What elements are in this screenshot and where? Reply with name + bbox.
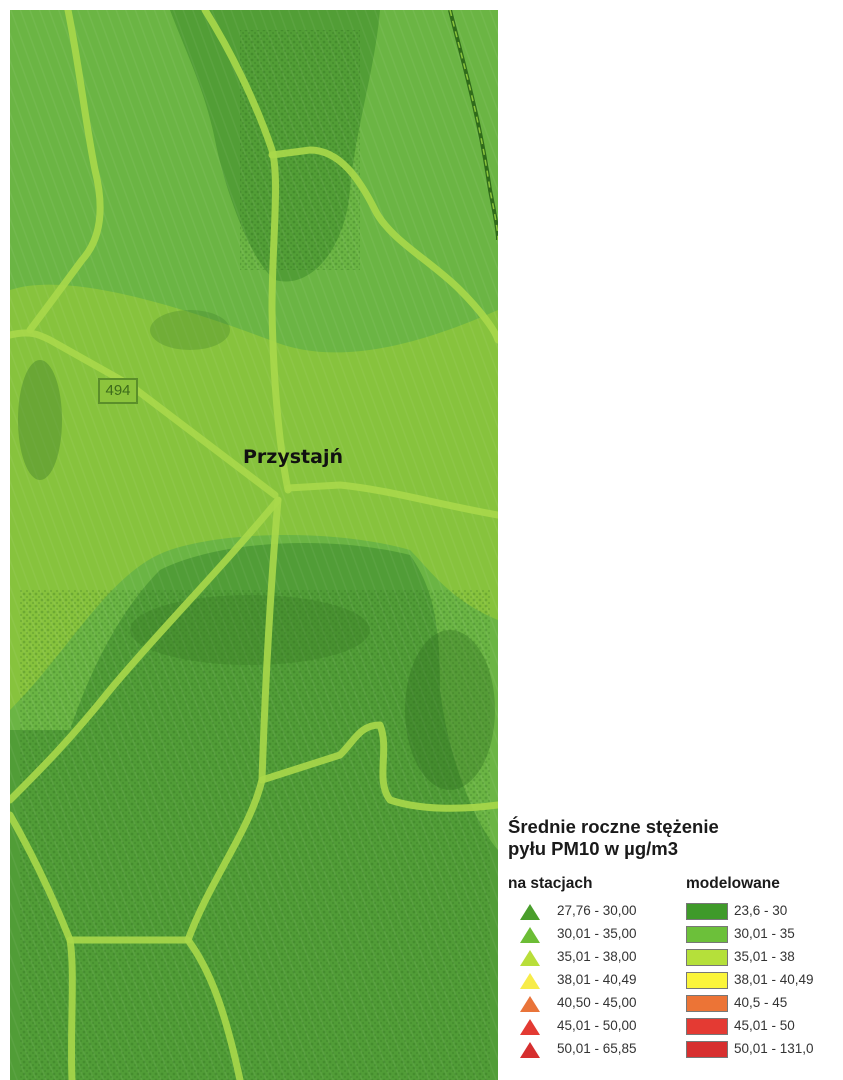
legend-title-line2: pyłu PM10 w µg/m3 <box>508 838 679 859</box>
model-range: 45,01 - 50 <box>734 1018 795 1033</box>
station-range: 30,01 - 35,00 <box>557 926 637 941</box>
legend-row: 27,76 - 30,00 23,6 - 30 <box>500 901 843 923</box>
road-south <box>184 496 282 944</box>
forest-patch <box>405 630 495 790</box>
model-swatch <box>686 1018 728 1035</box>
station-triangle-icon <box>520 973 540 989</box>
road-number-label: 494 <box>98 378 138 404</box>
model-swatch <box>686 995 728 1012</box>
pm10-concentration-map[interactable]: 494 Przystajń <box>10 10 498 1080</box>
station-range: 45,01 - 50,00 <box>557 1018 637 1033</box>
model-swatch <box>686 972 728 989</box>
map-canvas <box>10 10 498 1080</box>
station-range: 40,50 - 45,00 <box>557 995 637 1010</box>
legend: Średnie roczne stężenie pyłu PM10 w µg/m… <box>500 808 843 1080</box>
road-southeast <box>258 721 498 812</box>
station-triangle-icon <box>520 1042 540 1058</box>
legend-row: 38,01 - 40,49 38,01 - 40,49 <box>500 970 843 992</box>
road-west <box>26 10 104 334</box>
forest-patch <box>130 595 370 665</box>
road-northeast <box>268 146 498 344</box>
model-swatch <box>686 949 728 966</box>
model-swatch <box>686 903 728 920</box>
model-range: 50,01 - 131,0 <box>734 1041 814 1056</box>
legend-row: 50,01 - 65,85 50,01 - 131,0 <box>500 1039 843 1061</box>
station-range: 35,01 - 38,00 <box>557 949 637 964</box>
station-triangle-icon <box>520 904 540 920</box>
road-southwest <box>10 496 282 804</box>
model-range: 35,01 - 38 <box>734 949 795 964</box>
forest-texture <box>20 590 490 1080</box>
model-swatch <box>686 1041 728 1058</box>
station-range: 38,01 - 40,49 <box>557 972 637 987</box>
model-range: 40,5 - 45 <box>734 995 788 1010</box>
legend-title: Średnie roczne stężenie pyłu PM10 w µg/m… <box>508 816 838 860</box>
station-triangle-icon <box>520 927 540 943</box>
legend-stations-header: na stacjach <box>508 875 593 892</box>
station-range: 27,76 - 30,00 <box>557 903 637 918</box>
forest-patch <box>150 310 230 350</box>
legend-row: 40,50 - 45,00 40,5 - 45 <box>500 993 843 1015</box>
legend-modeled-header: modelowane <box>686 875 780 892</box>
forest-patch <box>18 360 62 480</box>
road-north <box>201 10 292 494</box>
legend-title-line1: Średnie roczne stężenie <box>508 816 719 837</box>
place-name-label: Przystajń <box>243 446 343 468</box>
road-south-link <box>66 936 244 1080</box>
model-swatch <box>686 926 728 943</box>
station-triangle-icon <box>520 1019 540 1035</box>
model-range: 38,01 - 40,49 <box>734 972 814 987</box>
railway-dash <box>449 10 498 241</box>
station-range: 50,01 - 65,85 <box>557 1041 637 1056</box>
model-range: 23,6 - 30 <box>734 903 788 918</box>
road-network <box>10 10 498 1080</box>
model-range: 30,01 - 35 <box>734 926 795 941</box>
station-triangle-icon <box>520 950 540 966</box>
road-494 <box>10 329 279 499</box>
legend-row: 45,01 - 50,00 45,01 - 50 <box>500 1016 843 1038</box>
legend-row: 30,01 - 35,00 30,01 - 35 <box>500 924 843 946</box>
legend-row: 35,01 - 38,00 35,01 - 38 <box>500 947 843 969</box>
station-triangle-icon <box>520 996 540 1012</box>
road-east <box>284 481 498 519</box>
